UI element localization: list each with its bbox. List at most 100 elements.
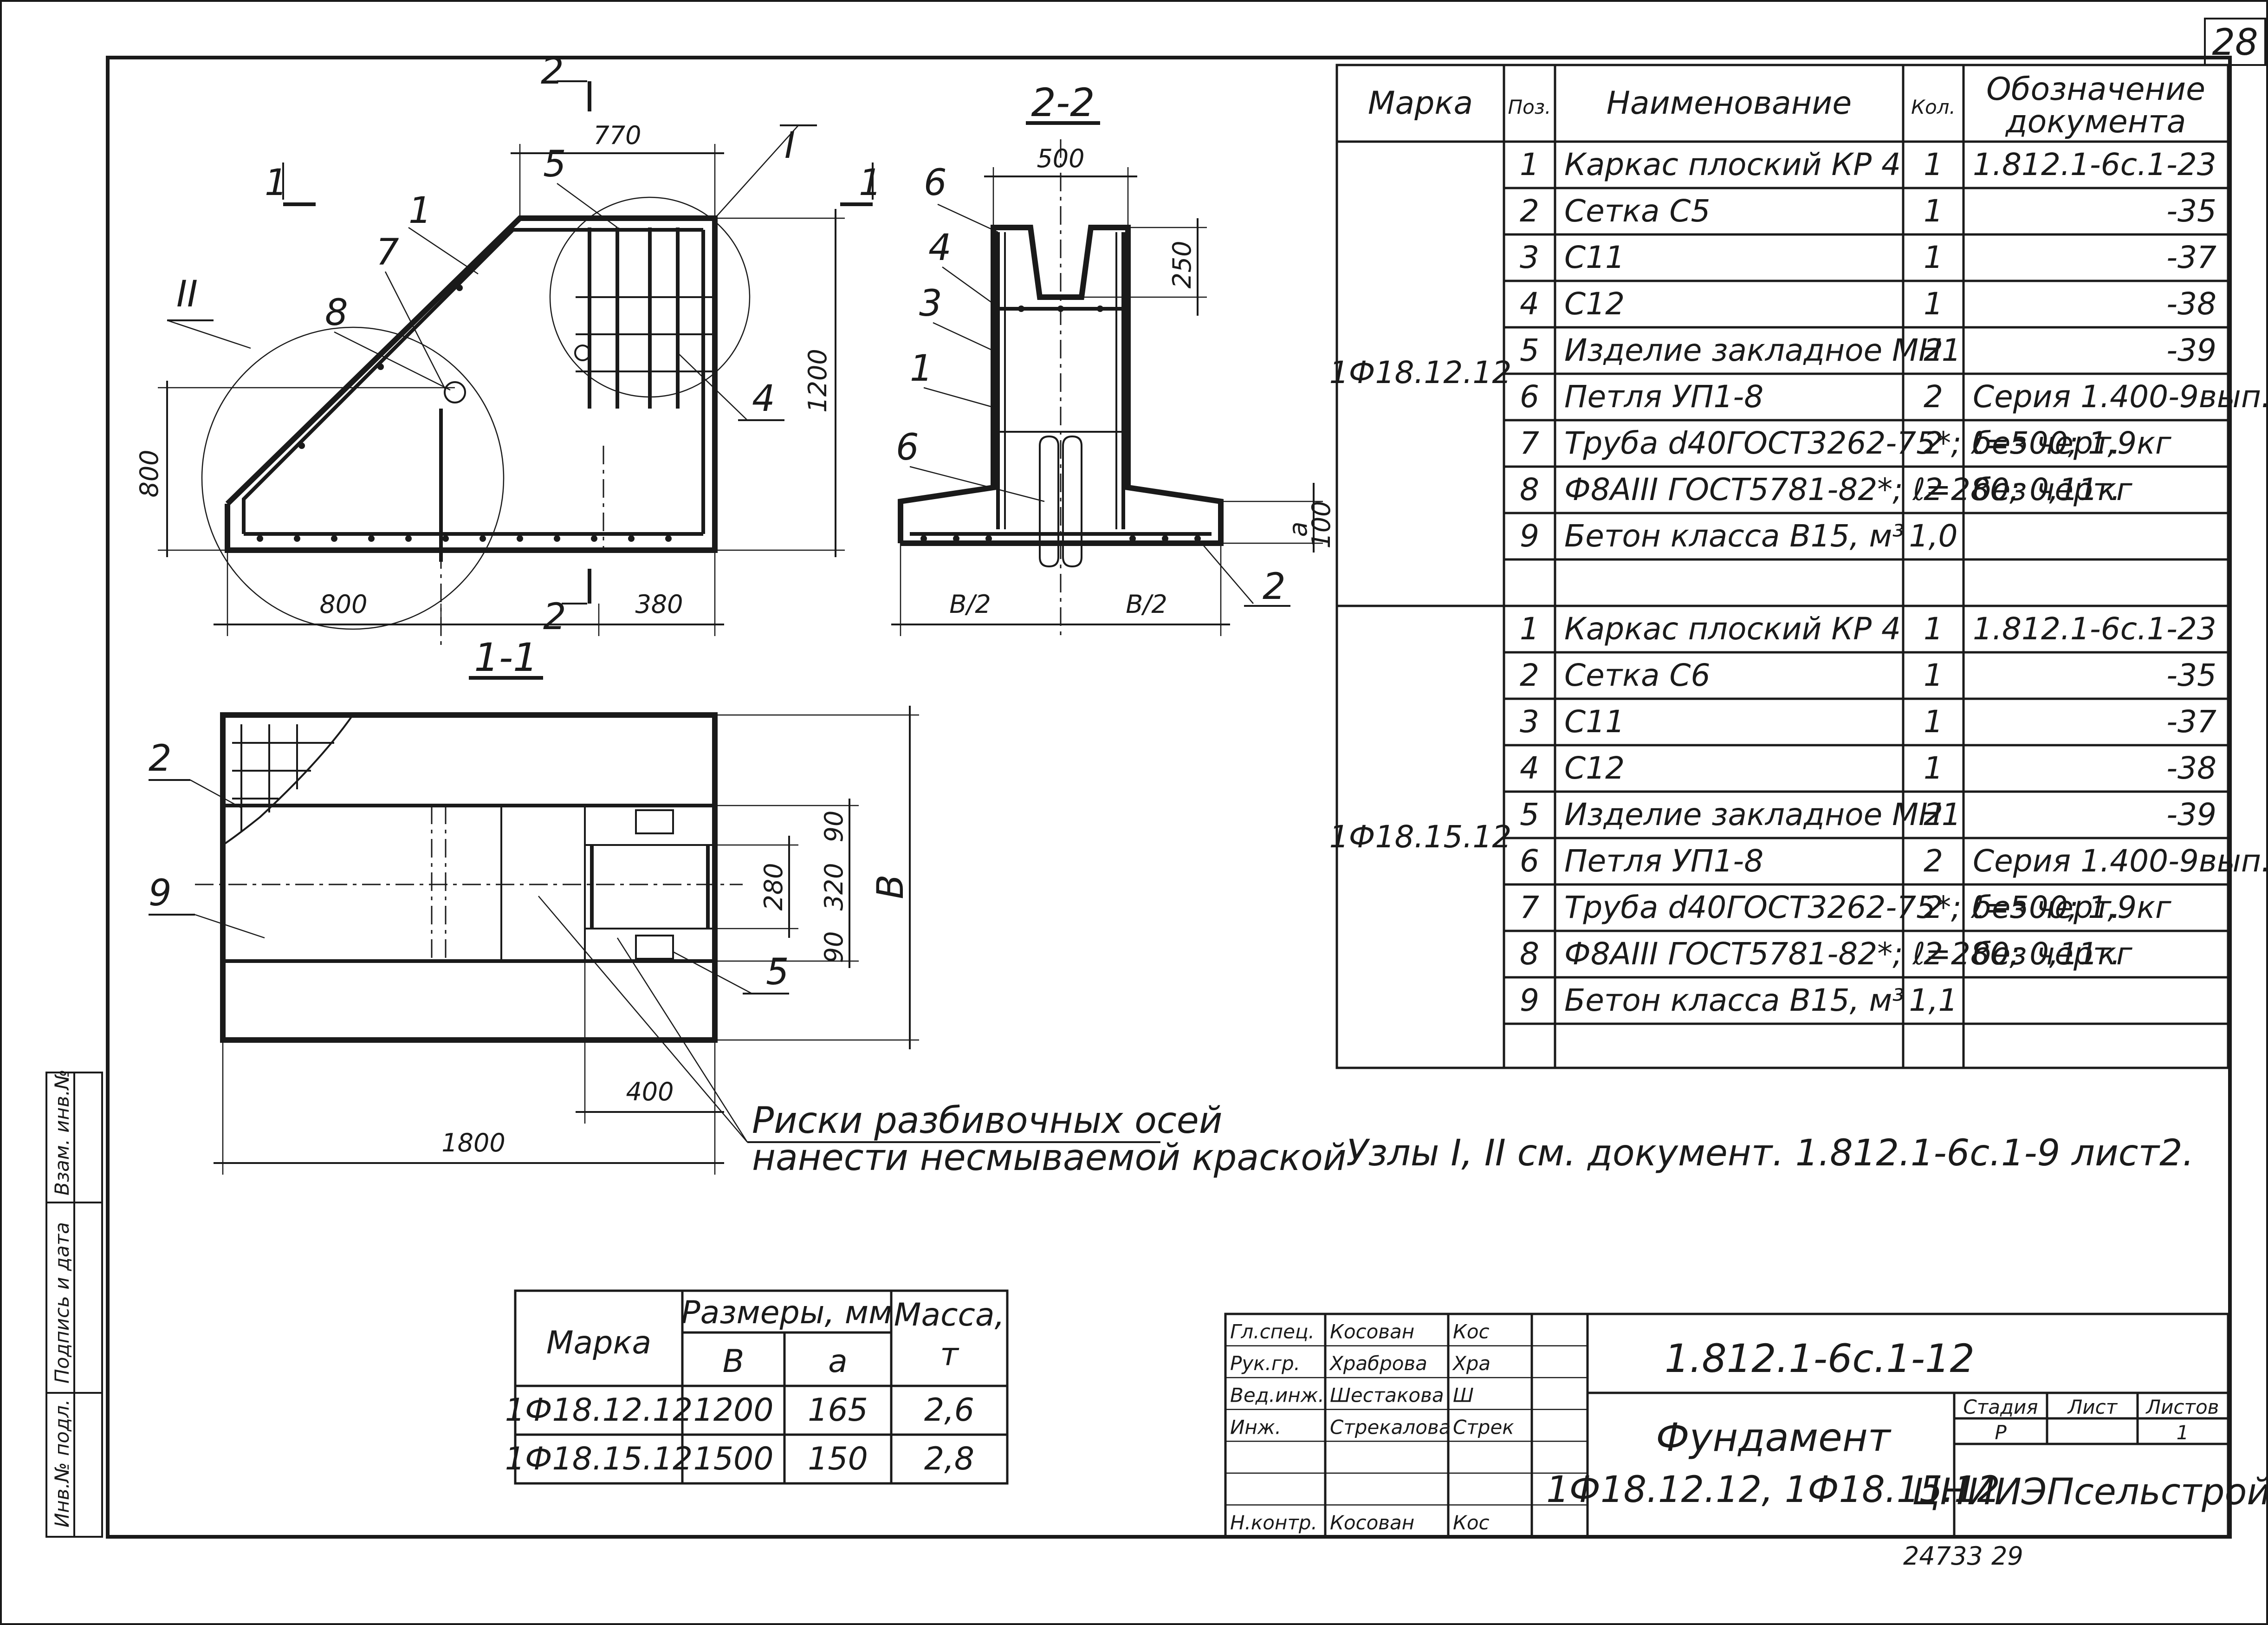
size-header-B: В — [723, 1343, 745, 1380]
pos-5-label: 5 — [543, 143, 566, 185]
staff-role: Рук.гр. — [1230, 1352, 1300, 1375]
spec-name: Сетка С6 — [1564, 657, 1711, 693]
spec-pos: 7 — [1520, 890, 1539, 925]
staff-signature: Хра — [1452, 1352, 1490, 1375]
spec-doc: -39 — [2166, 332, 2216, 368]
spec-name: Бетон класса В15, м³ — [1564, 982, 1905, 1018]
spec-name: Каркас плоский КР 4 — [1564, 611, 1901, 647]
section-1-1: 770 1200 800 800 380 1 1 2 2 I II — [135, 51, 882, 680]
pos-5-label-plan: 5 — [766, 951, 789, 993]
dim-250: 250 — [1167, 240, 1197, 288]
staff-role: Гл.спец. — [1230, 1320, 1315, 1343]
spec-name: Петля УП1-8 — [1564, 843, 1763, 879]
spec-name: Сетка С5 — [1564, 193, 1711, 229]
spec-pos: 5 — [1520, 797, 1539, 832]
spec-doc: -35 — [2166, 657, 2216, 693]
pos-1-label: 1 — [408, 190, 432, 232]
spec-doc: -37 — [2166, 240, 2216, 275]
pos-8-label: 8 — [325, 292, 348, 334]
embedded-plate-bottom — [635, 935, 674, 960]
node-II-circle — [201, 326, 505, 630]
dim-1800: 1800 — [441, 1128, 505, 1157]
spec-doc: без черт. — [1973, 425, 2120, 461]
spec-pos: 6 — [1520, 843, 1539, 879]
spec-doc: -37 — [2166, 704, 2216, 740]
spec-qty: 1 — [1924, 193, 1943, 229]
spec-qty: 2 — [1924, 332, 1943, 368]
staff-role: Вед.инж. — [1230, 1384, 1324, 1407]
title-marks: 1Ф18.12.12, 1Ф18.15.12 — [1546, 1469, 2000, 1511]
size-B: 1200 — [693, 1392, 773, 1429]
dim-b-half-left: B/2 — [949, 590, 991, 619]
spec-doc: без черт. — [1973, 890, 2120, 925]
section-2-2: 500 250 a 100 B/2 B/2 6 4 3 1 6 2 2-2 — [891, 80, 1338, 641]
pos-4-label-22: 4 — [928, 227, 952, 269]
spec-qty: 1,1 — [1909, 982, 1958, 1018]
spec-qty: 1 — [1924, 611, 1943, 647]
pos-3-label: 3 — [919, 283, 942, 325]
dim-500: 500 — [1037, 144, 1084, 173]
spec-qty: 2 — [1924, 379, 1943, 415]
title-name: Фундамент — [1656, 1415, 1891, 1460]
spec-pos: 3 — [1520, 704, 1539, 740]
node-mark-I: I — [784, 125, 795, 167]
spec-name: С12 — [1564, 286, 1625, 322]
note-axes-line2: нанести несмываемой краской — [752, 1137, 1347, 1179]
section-title-1-1: 1-1 — [474, 635, 538, 680]
size-a: 150 — [808, 1441, 868, 1477]
spec-qty: 1 — [1924, 286, 1943, 322]
spec-qty: 2 — [1924, 425, 1943, 461]
spec-qty: 1,0 — [1909, 518, 1958, 554]
spec-doc: без черт. — [1973, 472, 2120, 507]
size-header-a: а — [828, 1343, 848, 1380]
title-stage-header: Стадия — [1963, 1396, 2038, 1418]
spec-name: Изделие закладное МН1 — [1564, 332, 1961, 368]
spec-name: Каркас плоский КР 4 — [1564, 147, 1901, 182]
embedded-plate-top — [635, 809, 674, 834]
pos-2-label-plan: 2 — [149, 738, 172, 780]
staff-name: Шестакова — [1330, 1384, 1444, 1407]
staff-signature: Кос — [1453, 1511, 1490, 1534]
diagonal-frame-rebar — [242, 228, 703, 534]
spec-pos: 8 — [1520, 936, 1539, 972]
spec-doc: -38 — [2166, 286, 2216, 322]
title-code: 1.812.1-6с.1-12 — [1665, 1336, 1975, 1381]
size-mass: 2,6 — [924, 1392, 974, 1429]
size-mark: 1Ф18.12.12 — [505, 1392, 693, 1429]
dim-320: 320 — [819, 863, 849, 910]
dim-a: a — [1283, 521, 1313, 537]
spec-name: Изделие закладное МН1 — [1564, 797, 1961, 832]
spec-pos: 7 — [1520, 425, 1539, 461]
pos-7-label: 7 — [376, 232, 399, 273]
spec-qty: 2 — [1924, 472, 1943, 507]
spec-header-doc-2: документа — [2005, 104, 2186, 140]
size-header-mass-2: т — [940, 1336, 959, 1373]
spec-doc: -39 — [2166, 797, 2216, 832]
spec-pos: 6 — [1520, 379, 1539, 415]
spec-doc: Серия 1.400-9вып.1 — [1973, 379, 2268, 415]
page-number: 28 — [2212, 22, 2258, 64]
title-sheets: 1 — [2177, 1421, 2189, 1444]
title-sheets-header: Листов — [2145, 1396, 2219, 1418]
spec-pos: 8 — [1520, 472, 1539, 507]
spec-pos: 1 — [1520, 611, 1539, 647]
dim-770: 770 — [593, 121, 641, 150]
spec-name: Бетон класса В15, м³ — [1564, 518, 1905, 554]
inner-frame — [106, 56, 2232, 1539]
staff-role: Инж. — [1230, 1416, 1281, 1438]
size-header-mark: Марка — [546, 1325, 651, 1361]
spec-pos: 1 — [1520, 147, 1539, 182]
size-B: 1500 — [693, 1441, 773, 1477]
section-mark-2-bottom: 2 — [543, 596, 566, 638]
spec-qty: 1 — [1924, 147, 1943, 182]
spec-header-doc-1: Обозначение — [1986, 71, 2205, 108]
title-stage: Р — [1995, 1421, 2007, 1444]
dim-280: 280 — [759, 863, 788, 910]
spec-qty: 1 — [1924, 657, 1943, 693]
node-I-circle — [549, 196, 751, 398]
staff-name: Косован — [1330, 1511, 1414, 1534]
mesh-cutaway — [222, 714, 355, 847]
side-stamp-inv: Инв.№ подл. — [51, 1399, 73, 1528]
